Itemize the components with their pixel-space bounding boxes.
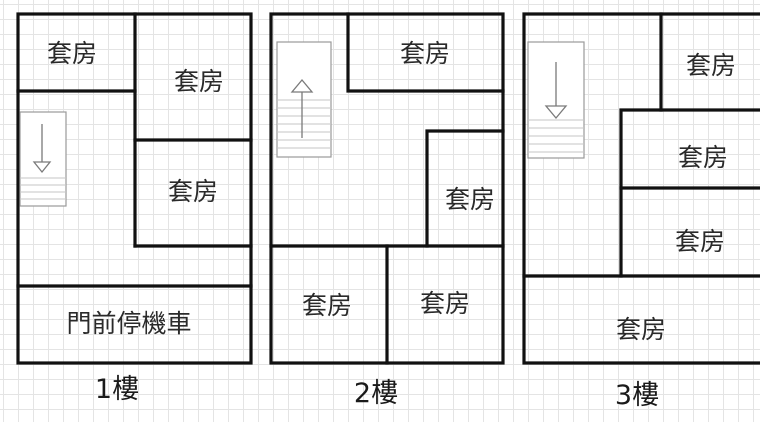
floor-1-stair-down [19, 111, 67, 207]
floor-1-room-top-left: 套房 [47, 39, 97, 68]
floor-1-room-top-right: 套房 [174, 67, 224, 96]
floor-3-stair-down [527, 41, 585, 159]
floor-1-label: 1樓 [95, 374, 139, 405]
floor-1-front-parking-area: 門前停機車 [66, 309, 191, 338]
floor-3-room-mid-right: 套房 [678, 143, 728, 172]
floor-3-room-lower-right: 套房 [675, 227, 725, 256]
floor-2-room-bottom-right: 套房 [420, 289, 470, 318]
floor-3-room-bottom: 套房 [616, 315, 666, 344]
floor-2-plan: 套房 套房 套房 套房 2樓 [269, 12, 505, 409]
floor-2-walls [269, 12, 505, 365]
floor-1-room-mid-right: 套房 [168, 177, 218, 206]
floor-3-label: 3樓 [615, 380, 659, 411]
floor-1-walls [16, 12, 253, 365]
floor-1-plan: 套房 套房 套房 門前停機車 1樓 [16, 12, 253, 405]
floor-3-plan: 套房 套房 套房 套房 3樓 [522, 12, 760, 411]
floor-2-stair-up [276, 41, 332, 158]
floor-3-room-top-right: 套房 [686, 51, 736, 80]
floor-3-walls [522, 12, 760, 365]
floor-2-room-top: 套房 [400, 39, 450, 68]
floor-2-label: 2樓 [354, 378, 398, 409]
floor-2-room-right: 套房 [445, 185, 495, 214]
floor-2-room-bottom-left: 套房 [302, 291, 352, 320]
